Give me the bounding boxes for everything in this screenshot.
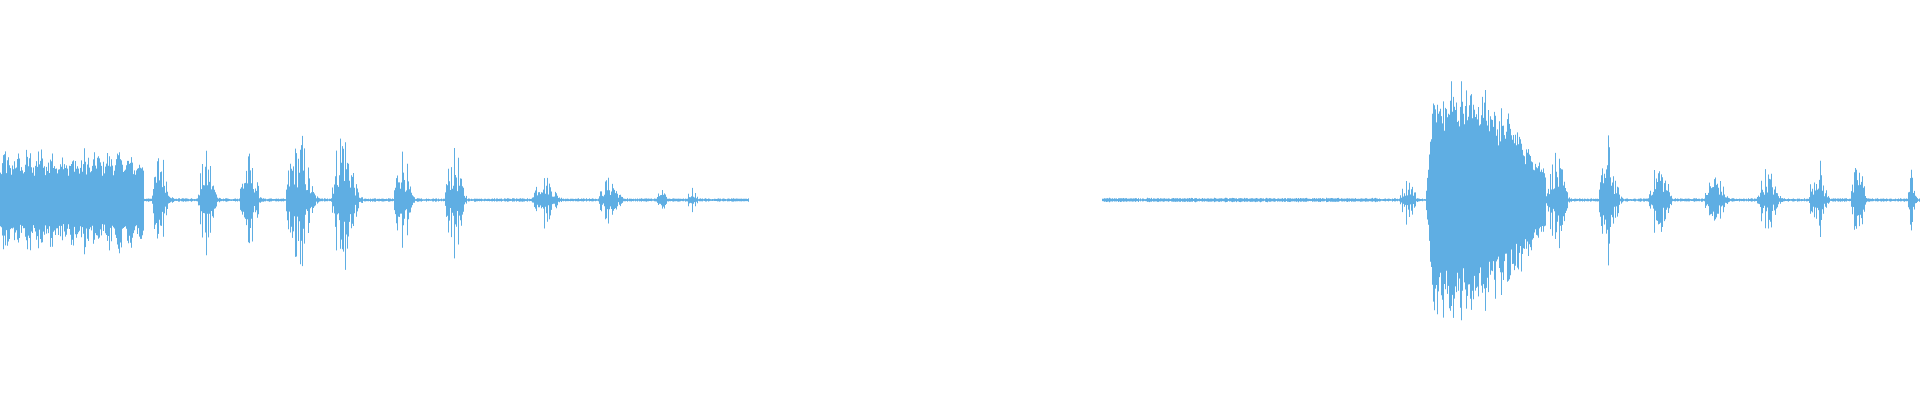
waveform-trace <box>0 81 1920 321</box>
